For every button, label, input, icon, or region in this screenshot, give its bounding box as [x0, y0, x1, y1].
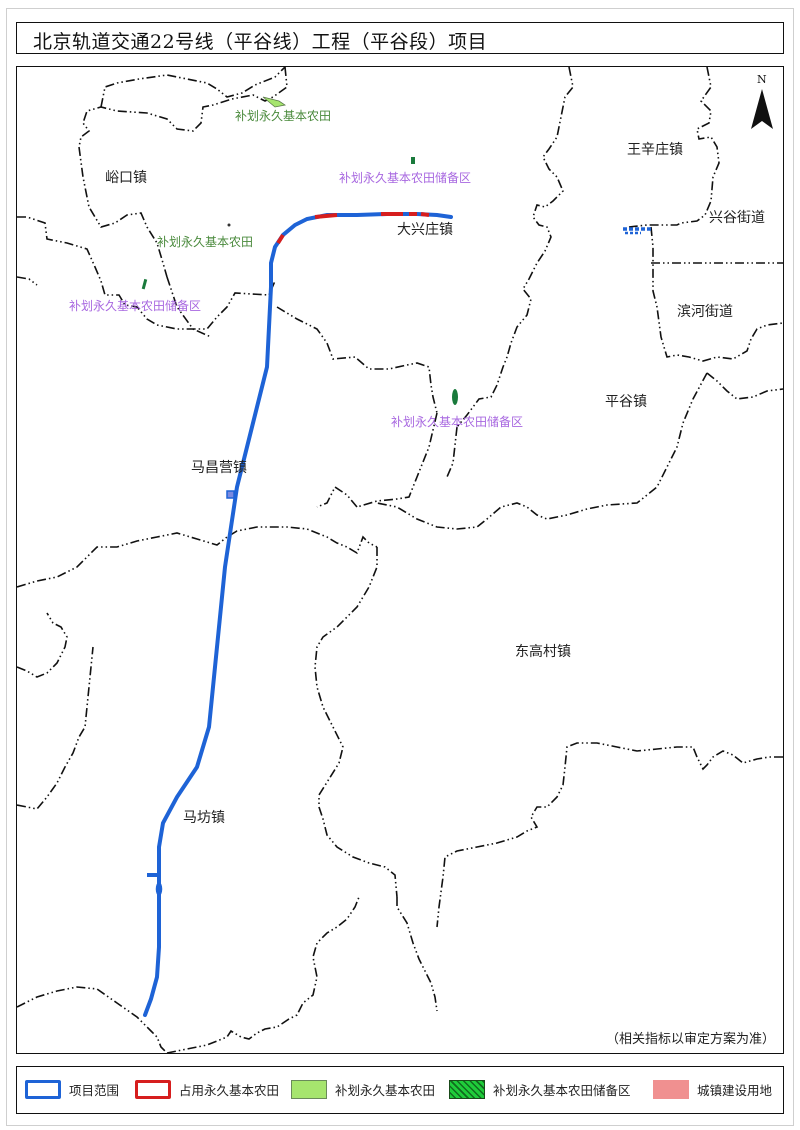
- map-title: 北京轨道交通22号线（平谷线）工程（平谷段）项目: [33, 31, 488, 53]
- legend-item-reserve-area: 补划永久基本农田储备区: [449, 1078, 631, 1100]
- town-label-binhe: 滨河街道: [677, 304, 733, 320]
- reserve-area-patch: [452, 389, 458, 405]
- town-label-xinggu: 兴谷街道: [709, 210, 765, 226]
- north-label: N: [757, 73, 767, 86]
- north-arrow-icon: [751, 89, 773, 129]
- supplement-farmland-point: [227, 223, 231, 227]
- north-arrow: N: [747, 73, 777, 137]
- station-marker: [155, 882, 163, 896]
- district-boundaries: [17, 67, 783, 1053]
- reserve-area-patch: [411, 157, 415, 164]
- legend-item-supplement-farmland: 补划永久基本农田: [291, 1078, 435, 1100]
- disclaimer-note: （相关指标以审定方案为准）: [605, 1032, 775, 1047]
- occupied-farmland-segments: [276, 212, 430, 245]
- title-box: 北京轨道交通22号线（平谷线）工程（平谷段）项目: [16, 22, 784, 54]
- annotation-reserve-area: 补划永久基本农田储备区: [391, 415, 524, 429]
- legend-item-project-scope: 项目范围: [25, 1078, 119, 1100]
- annotation-supplement-farmland: 补划永久基本农田: [157, 235, 254, 249]
- town-label-mafang: 马坊镇: [183, 810, 225, 826]
- blue-outline-swatch-icon: [25, 1079, 61, 1099]
- legend-item-urban-land: 城镇建设用地: [653, 1078, 772, 1100]
- annotation-supplement-farmland: 补划永久基本农田: [235, 109, 332, 123]
- red-outline-swatch-icon: [135, 1079, 171, 1099]
- light-green-swatch-icon: [291, 1079, 327, 1099]
- town-label-daxingzhuang: 大兴庄镇: [397, 222, 453, 238]
- reserve-area-patch: [141, 278, 148, 290]
- supplement-farmland-patch: [262, 96, 287, 108]
- map-area[interactable]: 峪口镇 王辛庄镇 兴谷街道 大兴庄镇 滨河街道 平谷镇 马昌营镇 东高村镇 马坊…: [16, 66, 784, 1054]
- town-label-machangying: 马昌营镇: [191, 460, 247, 476]
- town-label-wangxinzhuang: 王辛庄镇: [627, 142, 683, 158]
- legend-item-occupied-farmland: 占用永久基本农田: [135, 1078, 279, 1100]
- pink-swatch-icon: [653, 1079, 689, 1099]
- annotation-reserve-area: 补划永久基本农田储备区: [69, 299, 202, 313]
- annotation-reserve-area: 补划永久基本农田储备区: [339, 171, 472, 185]
- station-marker: [147, 873, 157, 877]
- town-label-donggaocun: 东高村镇: [515, 644, 571, 660]
- project-route: [143, 212, 453, 1017]
- green-hatch-swatch-icon: [449, 1079, 485, 1099]
- legend: 项目范围 占用永久基本农田 补划永久基本农田 补划永久基本农田储备区 城镇建设用…: [16, 1066, 784, 1114]
- town-label-yukou: 峪口镇: [105, 170, 147, 186]
- station-marker: [226, 490, 235, 499]
- map-canvas: [17, 67, 783, 1053]
- town-label-pinggu: 平谷镇: [605, 394, 647, 410]
